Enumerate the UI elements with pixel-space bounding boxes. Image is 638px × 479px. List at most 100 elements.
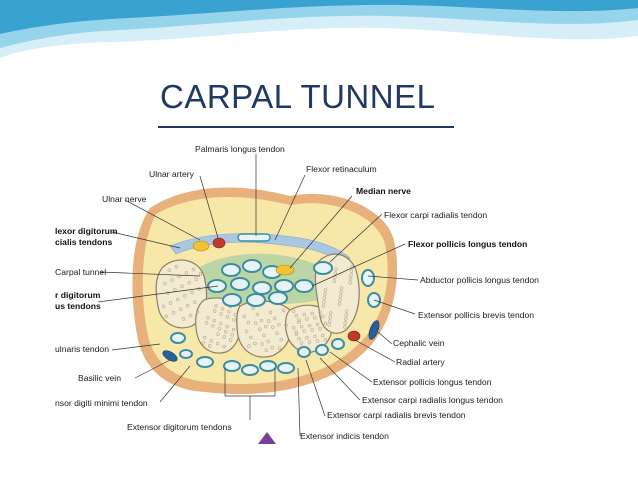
bone-pore	[227, 310, 231, 314]
bone-pore	[231, 327, 236, 332]
flexor-digitorum-tendon	[230, 277, 250, 291]
bone-pore	[323, 288, 328, 292]
extensor-digitorum-tendon	[196, 356, 214, 368]
bone-pore	[224, 330, 228, 334]
bone-pore	[233, 313, 238, 317]
ulnar-artery	[212, 237, 226, 249]
bone-pore	[253, 341, 257, 346]
bone-pore	[277, 322, 281, 327]
extensor-digitorum-tendon	[259, 360, 277, 372]
bone-pore	[328, 311, 333, 315]
slide-title: CARPAL TUNNEL	[160, 78, 436, 115]
bone-pore	[225, 315, 230, 319]
bone-pore	[349, 269, 354, 273]
bone-pore	[294, 330, 298, 334]
bone-pore	[339, 286, 344, 290]
bone-pore	[292, 309, 296, 313]
bone-texture	[242, 306, 288, 352]
bone-pore	[292, 326, 296, 330]
bone-pore	[322, 296, 327, 300]
bone-pore	[219, 321, 223, 326]
bone-pore	[305, 317, 309, 321]
label-flexor-digitorum-superficialis-2: cialis tendons	[55, 237, 113, 247]
bone-pore	[348, 277, 353, 281]
bone-pore	[268, 310, 273, 315]
label-flexor-digitorum-profundus-2: us tendons	[55, 301, 101, 311]
bone-pore	[170, 278, 174, 282]
label-extensor-pollicis-brevis: Extensor pollicis brevis tendon	[418, 310, 534, 320]
bone-pore	[229, 338, 233, 342]
leader-lines	[97, 154, 419, 437]
ulnar-nerve	[192, 240, 210, 252]
radial-artery	[347, 330, 361, 342]
bone-pore	[315, 322, 320, 327]
label-radial-artery: Radial artery	[396, 357, 445, 367]
bone-pore	[297, 320, 301, 324]
bone-pore	[211, 324, 215, 328]
bone-pore	[307, 340, 312, 344]
label-extensor-carpi-radialis-brevis: Extensor carpi radialis brevis tendon	[327, 410, 466, 420]
bone-pore	[299, 341, 304, 345]
label-extensor-pollicis-longus: Extensor pollicis longus tendon	[373, 377, 492, 387]
bone-pore	[321, 333, 325, 338]
bone-pore	[344, 313, 349, 317]
flexor-digitorum-tendon	[242, 259, 262, 273]
label-palmaris-longus: Palmaris longus tendon	[195, 144, 285, 154]
label-extensor-digiti-minimi: nsor digiti minimi tendon	[55, 398, 148, 408]
bone-pore	[318, 310, 322, 315]
bone-pore	[173, 288, 177, 292]
bone-pore	[322, 300, 326, 304]
bone-pore	[247, 344, 251, 348]
bone-pore	[209, 339, 213, 343]
bone-pore	[294, 314, 299, 318]
bone-pore	[163, 281, 167, 286]
bone-pore	[255, 312, 260, 317]
bone-pore	[266, 319, 271, 323]
bone-pore	[194, 277, 198, 281]
bone-texture	[321, 265, 354, 329]
bone-pore	[176, 297, 180, 302]
bone-pore	[275, 331, 279, 336]
slide-nav-triangle-icon[interactable]	[258, 432, 276, 444]
bone-pore	[343, 321, 347, 325]
bone-pore	[201, 341, 206, 345]
label-flexor-carpi-radialis: Flexor carpi radialis tendon	[384, 210, 487, 220]
label-flexor-digitorum-superficialis-1: lexor digitorum	[55, 226, 118, 236]
bone-texture	[161, 265, 203, 321]
bone-pore	[216, 332, 220, 336]
bone-pore	[321, 304, 326, 308]
bone-pore	[339, 290, 343, 294]
bone-pore	[297, 318, 301, 322]
bone-pore	[258, 327, 262, 331]
flexor-digitorum-tendon	[222, 293, 242, 307]
bone-pore	[279, 337, 283, 342]
flexor-digitorum-tendon	[268, 291, 288, 305]
label-median-nerve: Median nerve	[356, 186, 411, 196]
extensor-carpi-radialis-longus-tendon	[331, 338, 345, 350]
label-carpal-tunnel: Carpal tunnel	[55, 267, 106, 277]
extensor-carpi-ulnaris-tendon	[170, 332, 186, 344]
bone-pore	[244, 329, 249, 333]
bone-pore	[299, 324, 304, 329]
bone-pore	[315, 339, 320, 343]
label-extensor-indicis: Extensor indicis tendon	[300, 431, 389, 441]
bone-pore	[294, 332, 299, 336]
abductor-pollicis-longus-tendon	[361, 269, 375, 287]
bone-pore	[328, 315, 332, 319]
bone-pore	[337, 302, 342, 306]
bone-hamate	[155, 259, 208, 329]
label-flexor-pollicis-longus: Flexor pollicis longus tendon	[408, 239, 527, 249]
bone-pore	[333, 271, 338, 275]
extensor-carpi-radialis-brevis-tendon	[315, 344, 329, 356]
bone-texture	[201, 304, 238, 349]
bone-pore	[310, 311, 314, 316]
bone-pore	[230, 333, 234, 337]
bone-pore	[310, 328, 314, 332]
bone-pore	[323, 338, 328, 342]
bone-pore	[323, 321, 328, 326]
cephalic-vein	[368, 320, 380, 340]
bone-pore	[277, 346, 282, 350]
bone-pore	[191, 267, 196, 272]
bone-pore	[188, 313, 193, 318]
